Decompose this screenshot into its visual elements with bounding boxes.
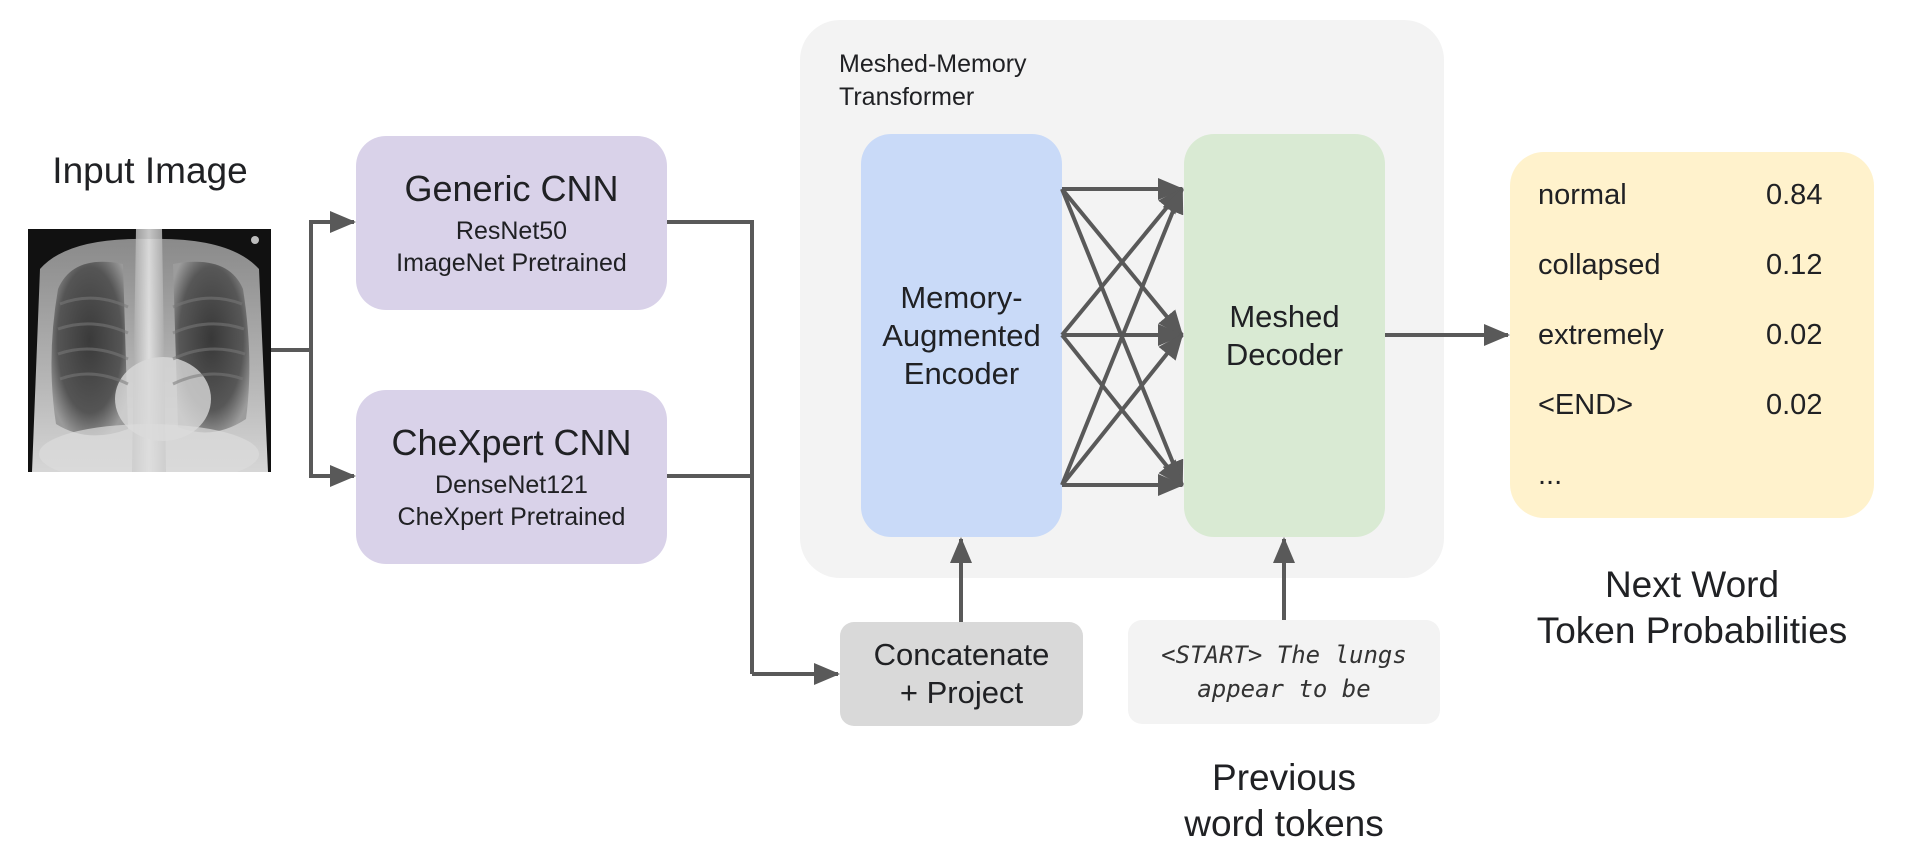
prob-token: <END> (1538, 389, 1634, 421)
generic-cnn-output-line (667, 220, 754, 674)
generic-cnn-model: ResNet50 (455, 217, 568, 245)
encoder-label-line3: Encoder (903, 355, 1020, 391)
chexpert-cnn-box: CheXpert CNN DenseNet121 CheXpert Pretra… (356, 390, 667, 564)
prob-value: 0.02 (1766, 389, 1823, 421)
decoder-label-line2: Decoder (1225, 336, 1344, 372)
previous-tokens-label: Previous word tokens (1134, 755, 1434, 847)
previous-tokens-line2: appear to be (1197, 675, 1371, 703)
encoder-label-line1: Memory- (900, 279, 1023, 315)
image-to-generic-cnn-arrow (309, 211, 356, 350)
generic-cnn-pretraining: ImageNet Pretrained (396, 249, 627, 277)
prob-value: 0.12 (1766, 249, 1823, 281)
previous-tokens-label-line1: Previous (1212, 757, 1356, 798)
mesh-line (1060, 187, 1184, 486)
concat-label-line2: + Project (899, 675, 1024, 710)
memory-augmented-encoder-box: Memory- Augmented Encoder (861, 134, 1062, 537)
input-image-label: Input Image (52, 150, 248, 191)
prob-value: 0.02 (1766, 319, 1823, 351)
prob-token: extremely (1538, 319, 1664, 351)
next-word-label-line1: Next Word (1604, 564, 1780, 605)
prob-token: normal (1538, 179, 1627, 211)
generic-cnn-box: Generic CNN ResNet50 ImageNet Pretrained (356, 136, 667, 310)
chest-xray-drawing (28, 229, 271, 472)
decoder-label-line1: Meshed (1229, 298, 1340, 334)
chexpert-cnn-model: DenseNet121 (435, 471, 588, 499)
prob-token: collapsed (1538, 249, 1661, 281)
chexpert-cnn-title: CheXpert CNN (391, 422, 632, 463)
concat-label-line1: Concatenate (873, 637, 1050, 672)
transformer-label: Meshed-Memory Transformer (839, 48, 1027, 114)
next-word-probabilities-label: Next Word Token Probabilities (1512, 562, 1872, 654)
next-word-probabilities-box: normal 0.84 collapsed 0.12 extremely 0.0… (1510, 152, 1874, 518)
encoder-label-line2: Augmented (882, 317, 1041, 353)
chest-xray-image (28, 229, 271, 472)
prob-value: 0.84 (1766, 179, 1823, 211)
mesh-line (1060, 187, 1184, 337)
next-word-label-line2: Token Probabilities (1536, 610, 1848, 651)
image-to-chexpert-cnn-arrow (309, 350, 356, 487)
transformer-label-line1: Meshed-Memory (839, 50, 1027, 78)
previous-tokens-label-line2: word tokens (1184, 803, 1384, 844)
generic-cnn-title: Generic CNN (404, 168, 619, 209)
transformer-label-line2: Transformer (839, 83, 975, 111)
previous-tokens-box: <START> The lungs appear to be (1128, 620, 1440, 724)
mesh-line (1060, 333, 1184, 487)
prob-token: ... (1538, 459, 1563, 491)
previous-tokens-line1: <START> The lungs (1161, 641, 1407, 669)
concatenate-project-box: Concatenate + Project (840, 622, 1083, 726)
meshed-decoder-box: Meshed Decoder (1184, 134, 1385, 537)
chexpert-cnn-pretraining: CheXpert Pretrained (397, 503, 626, 531)
